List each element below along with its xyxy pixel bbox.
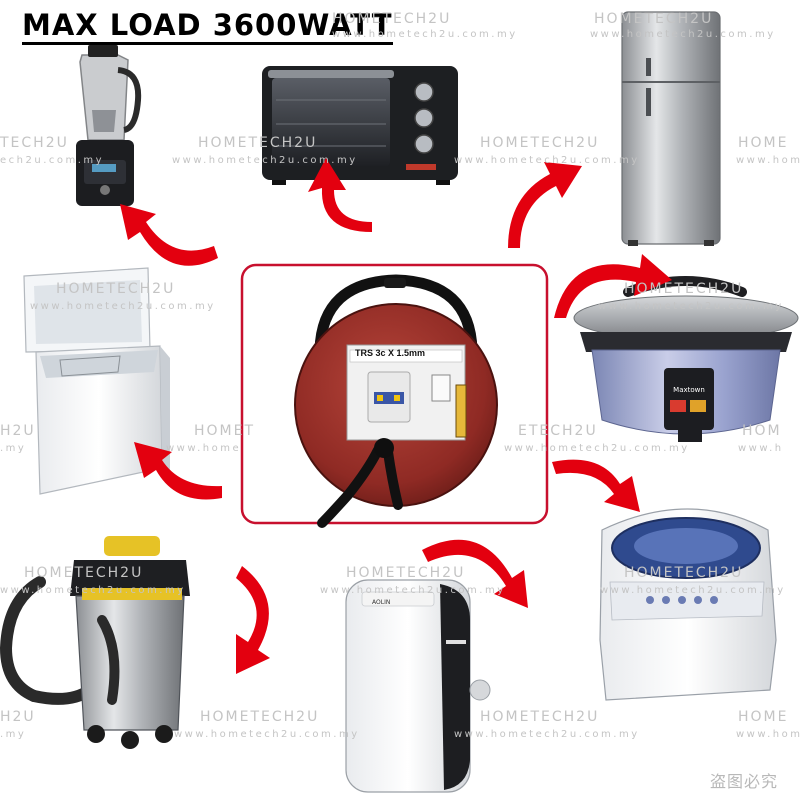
aircon-brand: AOLIN: [372, 599, 390, 606]
watermark-brand: ETECH2U: [518, 423, 598, 439]
watermark-brand: HOMETECH2U: [200, 709, 320, 725]
cable-reel: [294, 274, 498, 528]
rice-cooker-brand: Maxtown: [673, 386, 705, 394]
watermark-brand: HOMETECH2U: [24, 565, 144, 581]
vacuum-cleaner: [0, 536, 190, 749]
watermark-url: www.hometech2u.com.my: [454, 729, 640, 740]
watermark-url: .my: [0, 729, 27, 740]
rice-cooker: Maxtown: [573, 276, 799, 442]
watermark-url: www.hometech2u.com.my: [504, 443, 690, 454]
watermark-brand: HOMETECH2U: [480, 709, 600, 725]
watermark-brand: HOMETECH2U: [56, 281, 176, 297]
oven: [262, 66, 458, 185]
watermark-url: www.hometech2u.com.my: [598, 301, 784, 312]
watermark-brand: HOMETECH2U: [480, 135, 600, 151]
center-frame: [240, 263, 549, 525]
watermark-brand: HOMETECH2U: [332, 11, 452, 27]
watermark-url: www.hometech2u.com.my: [600, 585, 786, 596]
watermark-brand: HOMETECH2U: [624, 281, 744, 297]
cable-spec-label: TRS 3c X 1.5mm: [355, 348, 426, 358]
watermark-brand: HOMETECH2U: [594, 11, 714, 27]
washing-machine: [599, 508, 777, 701]
watermark-brand: HOM: [742, 423, 782, 439]
watermark-brand: HOMETECH2U: [624, 565, 744, 581]
watermark-url: www.h: [738, 443, 784, 454]
watermark-brand: HOMETECH2U: [198, 135, 318, 151]
watermark-brand: TECH2U: [0, 135, 69, 151]
watermark-url: www.hometech2u.com.my: [172, 155, 358, 166]
chest-freezer: [23, 267, 170, 495]
blender: [76, 45, 142, 206]
watermark-url: www.home: [166, 443, 242, 454]
watermark-brand: HOMET: [194, 423, 256, 439]
watermark-url: www.hometech2u.com.my: [174, 729, 360, 740]
watermark-brand: HOME: [738, 135, 789, 151]
watermark-brand: HOME: [738, 709, 789, 725]
watermark-url: www.hometech2u.com.my: [0, 585, 186, 596]
watermark-brand: H2U: [0, 423, 36, 439]
watermark-url: www.hometech2u.com.my: [454, 155, 640, 166]
watermark-url: www.home: [736, 729, 800, 740]
watermark-brand: H2U: [0, 709, 36, 725]
refrigerator: [621, 11, 721, 246]
watermark-url: www.hometech2u.com.my: [30, 301, 216, 312]
watermark-url: www.home: [736, 155, 800, 166]
watermark-url: www.hometech2u.com.my: [320, 585, 506, 596]
watermark-url: www.hometech2u.com.my: [590, 29, 776, 40]
page-title: MAX LOAD 3600WATT: [22, 10, 393, 46]
watermark-url: www.hometech2u.com.my: [332, 29, 518, 40]
watermark-brand: HOMETECH2U: [346, 565, 466, 581]
watermark-url: ech2u.com.my: [0, 155, 105, 166]
arrows: [120, 158, 672, 674]
watermark-url: .my: [0, 443, 27, 454]
portable-aircon: AOLIN: [345, 579, 491, 793]
watermark-stamp: 盗图必究: [709, 772, 778, 791]
